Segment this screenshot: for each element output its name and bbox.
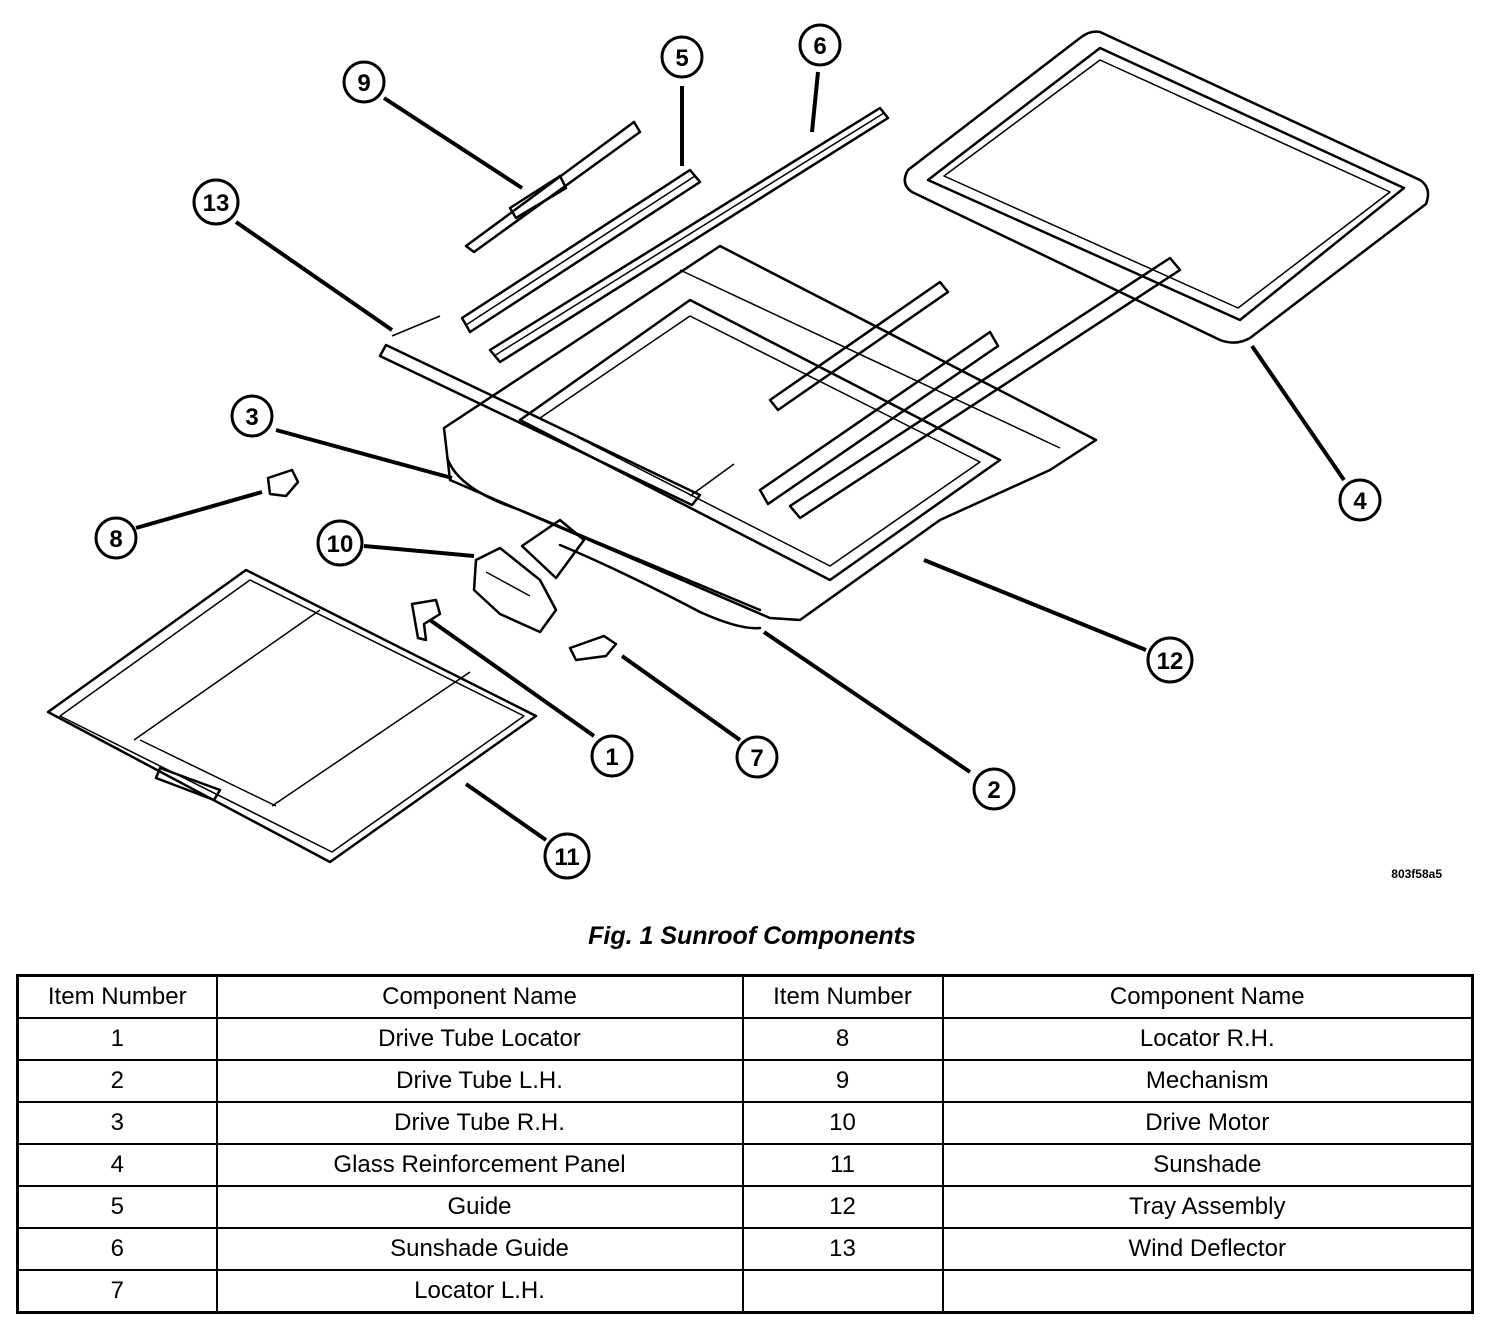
svg-text:5: 5: [675, 45, 688, 72]
table-cell: 9: [741, 1059, 944, 1103]
callout-6: 6: [798, 23, 842, 67]
table-cell: 10: [741, 1101, 944, 1145]
svg-text:7: 7: [750, 745, 763, 772]
figure-reference-code: 803f58a5: [1391, 867, 1442, 881]
drive-tube-rh: [446, 458, 762, 612]
drive-motor-bracket: [520, 518, 586, 580]
svg-text:6: 6: [813, 33, 826, 60]
table-row: 1 Drive Tube Locator 8 Locator R.H.: [16, 1017, 1474, 1061]
table-cell: Sunshade Guide: [215, 1227, 744, 1271]
callout-11: 11: [543, 832, 591, 880]
table-cell: 8: [741, 1017, 944, 1061]
svg-text:13: 13: [203, 190, 230, 217]
locator-lh: [568, 634, 618, 662]
table-row: 4 Glass Reinforcement Panel 11 Sunshade: [16, 1143, 1474, 1187]
callout-8: 8: [94, 516, 138, 560]
svg-text:10: 10: [327, 531, 354, 558]
table-cell: Sunshade: [941, 1143, 1474, 1187]
table-row: 7 Locator L.H.: [16, 1269, 1474, 1314]
locator-rh: [266, 468, 300, 498]
table-cell: 6: [16, 1227, 218, 1271]
svg-text:4: 4: [1353, 488, 1367, 515]
table-row: 3 Drive Tube R.H. 10 Drive Motor: [16, 1101, 1474, 1145]
table-cell: [741, 1269, 944, 1314]
table-cell: Drive Tube L.H.: [215, 1059, 744, 1103]
table-row: 2 Drive Tube L.H. 9 Mechanism: [16, 1059, 1474, 1103]
drive-tube-locator: [410, 598, 442, 642]
table-cell: [941, 1269, 1474, 1314]
table-cell: 11: [741, 1143, 944, 1187]
sunshade-guide-rail: [488, 106, 890, 364]
mechanism-rail: [464, 120, 642, 254]
leader-lines: [135, 71, 1346, 842]
svg-text:9: 9: [357, 70, 370, 97]
right-rails: [758, 256, 1182, 520]
svg-text:1: 1: [605, 744, 618, 771]
table-cell: Guide: [215, 1185, 744, 1229]
table-cell: 5: [16, 1185, 218, 1229]
svg-text:2: 2: [987, 777, 1000, 804]
drive-tube-lh: [558, 543, 762, 630]
table-cell: Tray Assembly: [941, 1185, 1474, 1229]
table-header-cell: Component Name: [215, 974, 744, 1019]
svg-text:8: 8: [109, 526, 122, 553]
callout-1: 1: [590, 734, 634, 778]
table-cell: 12: [741, 1185, 944, 1229]
table-cell: 13: [741, 1227, 944, 1271]
wind-deflector: [378, 315, 735, 507]
table-cell: 3: [16, 1101, 218, 1145]
svg-text:12: 12: [1157, 648, 1184, 675]
table-cell: Locator L.H.: [215, 1269, 744, 1314]
svg-text:3: 3: [245, 404, 258, 431]
table-cell: Mechanism: [941, 1059, 1474, 1103]
drive-motor: [472, 546, 558, 634]
callout-7: 7: [735, 735, 779, 779]
table-cell: Wind Deflector: [941, 1227, 1474, 1271]
table-cell: 2: [16, 1059, 218, 1103]
table-header-cell: Item Number: [16, 974, 218, 1019]
svg-text:11: 11: [554, 844, 579, 871]
callout-4: 4: [1338, 478, 1382, 522]
guide-rail: [460, 168, 702, 334]
table-header-cell: Component Name: [941, 974, 1474, 1019]
callout-2: 2: [972, 767, 1016, 811]
table-row: 6 Sunshade Guide 13 Wind Deflector: [16, 1227, 1474, 1271]
table-cell: Drive Tube Locator: [215, 1017, 744, 1061]
table-header-row: Item Number Component Name Item Number C…: [16, 974, 1474, 1019]
table-cell: 1: [16, 1017, 218, 1061]
callout-10: 10: [316, 519, 364, 567]
table-header-cell: Item Number: [741, 974, 944, 1019]
table-cell: Drive Motor: [941, 1101, 1474, 1145]
table-row: 5 Guide 12 Tray Assembly: [16, 1185, 1474, 1229]
sunshade: [46, 568, 538, 864]
callout-5: 5: [660, 35, 704, 79]
table-cell: Drive Tube R.H.: [215, 1101, 744, 1145]
table-cell: 4: [16, 1143, 218, 1187]
sunroof-exploded-diagram: 1 2 3 4 5 6 7 8 9 10 11 12: [46, 23, 1442, 881]
callout-13: 13: [192, 178, 240, 226]
callout-9: 9: [342, 60, 386, 104]
table-cell: Glass Reinforcement Panel: [215, 1143, 744, 1187]
table-cell: Locator R.H.: [941, 1017, 1474, 1061]
table-cell: 7: [16, 1269, 218, 1314]
glass-reinforcement-panel: [903, 30, 1430, 344]
figure-caption: Fig. 1 Sunroof Components: [588, 922, 916, 950]
callout-3: 3: [230, 394, 274, 438]
components-table: Item Number Component Name Item Number C…: [16, 974, 1474, 1314]
callout-12: 12: [1146, 636, 1194, 684]
